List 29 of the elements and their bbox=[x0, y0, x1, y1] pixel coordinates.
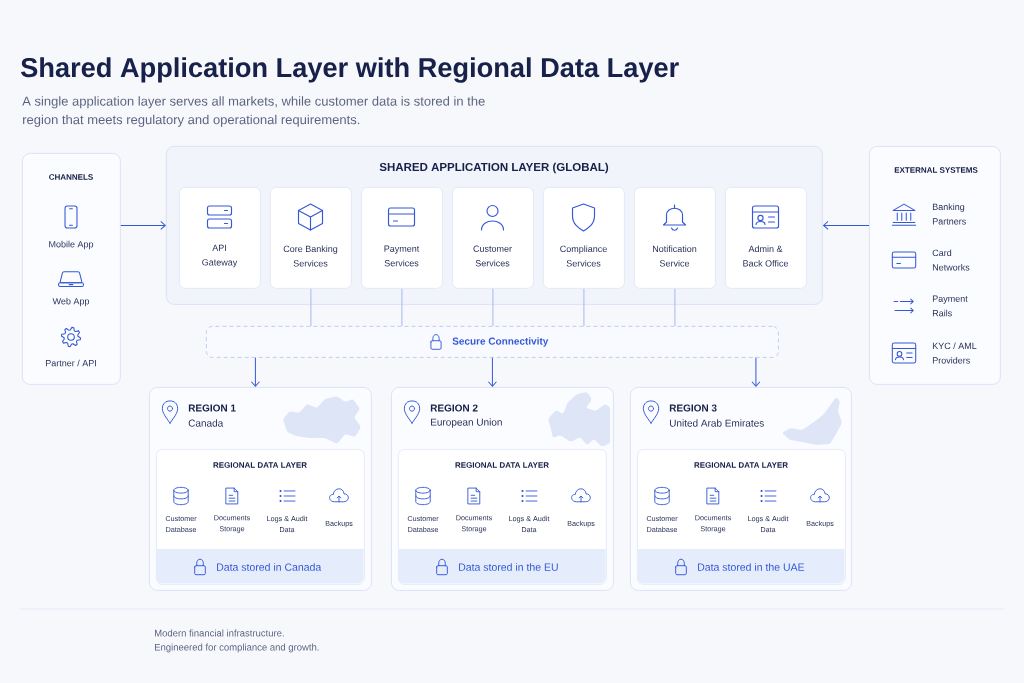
system-label: Payment Rails bbox=[932, 295, 968, 317]
service-card: Core Banking Services bbox=[270, 187, 352, 289]
service-card: Notification Service bbox=[634, 187, 716, 289]
arrow bbox=[823, 220, 870, 230]
channel-label: Partner / API bbox=[46, 359, 96, 367]
service-card: Customer Services bbox=[452, 187, 534, 289]
channel-label: Mobile App bbox=[49, 240, 94, 250]
tagline: Engineered for compliance and growth. bbox=[155, 643, 319, 653]
title: Shared Application Layer with Regional Data Layer bbox=[21, 57, 679, 83]
connector-line bbox=[583, 288, 585, 327]
service-card: Payment Services bbox=[361, 187, 443, 289]
connectivity-bar: Secure Connectivity bbox=[206, 326, 779, 358]
arrow bbox=[120, 220, 166, 230]
service-card: Compliance Services bbox=[543, 187, 625, 289]
connector-line bbox=[674, 288, 676, 327]
channel-label: Web App bbox=[52, 297, 90, 307]
subtitle: A single application layer serves all markets, while customer data is stored in the region that meets regulatory and operational requirements. bbox=[22, 96, 485, 127]
system-label: KYC / AML Providers bbox=[932, 342, 977, 364]
service-card: API Gateway bbox=[179, 187, 261, 289]
connector-line bbox=[310, 288, 312, 327]
arrow bbox=[751, 357, 761, 387]
arrow bbox=[487, 357, 497, 387]
connector-line bbox=[401, 288, 403, 327]
system-label: Banking Partners bbox=[932, 203, 966, 225]
connector-line bbox=[492, 288, 494, 327]
tagline: Modern financial infrastructure. bbox=[155, 629, 284, 637]
service-card: Admin & Back Office bbox=[725, 187, 807, 289]
arrow bbox=[250, 357, 260, 387]
system-label: Card Networks bbox=[932, 249, 970, 271]
